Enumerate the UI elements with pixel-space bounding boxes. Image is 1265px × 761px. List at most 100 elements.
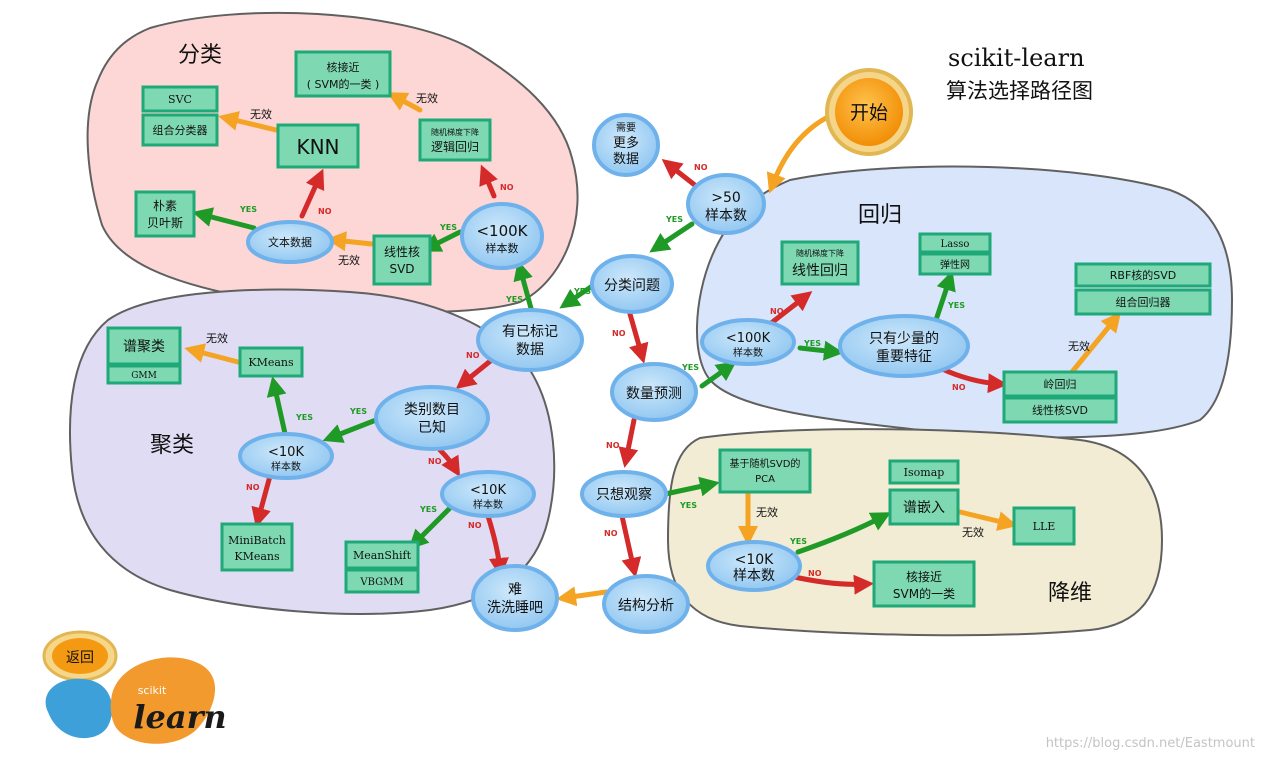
decision-text: 已知 [418,419,446,436]
label-no: NO [500,183,514,192]
estimator-rbf-svr[interactable]: RBF核的SVD [1074,262,1212,288]
estimator-sgd-reg[interactable]: 随机梯度下降线性回归 [780,240,860,286]
svg-text:难洗洗睡吧: 难洗洗睡吧 [487,582,543,616]
decision-predict-quantity[interactable]: 数量预测 [610,362,698,422]
edge-ridge-to-ensemble [1069,311,1122,375]
edge-looking-to-structure [619,513,642,578]
back-button[interactable]: 返回 [42,630,118,682]
decision-text: <100K [726,331,771,346]
estimator-label: 核接近 [906,569,942,584]
decision-text: 样本数 [486,241,519,255]
region-title-dim-reduction: 降维 [1048,581,1092,606]
decision-structure[interactable]: 结构分析 [602,574,690,634]
estimator-label: 随机梯度下降 [796,248,844,258]
estimator-linear-svr[interactable]: 线性核SVD [1002,396,1118,424]
decision-text: 分类问题 [604,278,660,294]
estimator-svc[interactable]: SVC [141,85,219,113]
decision-predict-category[interactable]: 分类问题 [590,254,674,314]
estimator-label: 弹性网 [940,258,970,271]
label-yes: YES [573,287,591,296]
estimator-lle[interactable]: LLE [1012,506,1076,546]
label-no: NO [604,529,618,538]
logo-blue-shape [45,678,113,739]
edge-clu-10k-to-minibatch [251,473,273,528]
estimator-label: KMeans [234,550,280,563]
label-fail: 无效 [756,505,778,519]
estimator-naive-bayes[interactable]: 朴素贝叶斯 [134,190,196,238]
estimator-kmeans[interactable]: KMeans [238,346,304,378]
logo-learn: learn [133,698,226,736]
label-yes: YES [947,301,965,310]
estimator-ridge[interactable]: 岭回归 [1002,370,1118,398]
estimator-sgd-cls[interactable]: 随机梯度下降逻辑回归 [418,118,492,162]
estimator-spectral-embedding[interactable]: 谱嵌入 [888,488,960,526]
decision-labeled-data[interactable]: 有已标记数据 [476,308,584,372]
label-no: NO [612,329,626,338]
estimator-spectral-clustering[interactable]: 谱聚类 [106,326,182,366]
label-fail: 无效 [416,91,438,105]
estimator-label: 朴素 [153,198,177,213]
decision-text: 数据 [516,342,544,358]
logo-scikit: scikit [138,684,167,697]
label-yes: YES [679,501,697,510]
decision-more-data[interactable]: 需要更多数据 [592,113,660,177]
decision-tough-luck[interactable]: 难洗洗睡吧 [471,564,559,632]
estimator-lasso[interactable]: Lasso [918,232,992,254]
edge-categories-to-clu-10k [322,417,379,443]
scikit-learn-logo: scikit learn [45,657,227,744]
edge-text-to-knn [299,168,325,219]
edge-few-to-lasso [933,270,956,323]
decision-text: 类别数目 [404,402,460,418]
decision-text: 只有少量的 [869,331,939,347]
estimator-kernel-approx-cls[interactable]: 核接近( SVM的一类 ) [294,50,392,98]
estimator-ensemble-cls[interactable]: 组合分类器 [141,113,219,147]
decision-just-looking[interactable]: 只想观察 [580,470,668,518]
decision-text: <10K [268,445,304,460]
svg-text:朴素贝叶斯: 朴素贝叶斯 [147,198,183,230]
start-node[interactable]: 开始 [825,68,913,156]
decision-text: 重要特征 [876,349,932,365]
label-yes: YES [803,339,821,348]
label-yes: YES [681,363,699,372]
decision-text-data[interactable]: 文本数据 [246,220,334,264]
decision-text: 样本数 [271,460,301,473]
estimator-gmm[interactable]: GMM [106,364,182,385]
edge-category-to-quantity [627,311,649,364]
svg-text:核接近( SVM的一类 ): 核接近( SVM的一类 ) [307,60,380,91]
label-fail: 无效 [250,107,272,121]
edge-dim-10k-to-kernel-approx [787,573,874,595]
estimator-elastic-net[interactable]: 弹性网 [918,252,992,276]
decision-text: <10K [470,483,506,498]
estimator-label: KMeans [248,356,294,369]
label-yes: YES [505,295,523,304]
estimator-boxes: SVC 组合分类器 KNN 核接近( SVM的一类 ) 随机梯度下降逻辑回归 朴… [106,50,1212,608]
estimator-meanshift[interactable]: MeanShift [344,540,420,570]
decision-text: 文本数据 [268,235,312,249]
decision-text: 数量预测 [626,386,682,402]
decision-num-categories[interactable]: 类别数目已知 [374,385,490,451]
decision-few-features[interactable]: 只有少量的重要特征 [838,314,970,378]
estimator-isomap[interactable]: Isomap [888,459,960,485]
label-no: NO [246,483,260,492]
estimator-knn[interactable]: KNN [276,123,360,169]
edge-linear-svc-to-text [326,231,375,252]
svg-text:随机梯度下降逻辑回归: 随机梯度下降逻辑回归 [431,127,479,154]
edge-text-to-naive-bayes [192,207,257,231]
label-yes: YES [665,215,683,224]
estimator-ensemble-reg[interactable]: 组合回归器 [1074,288,1212,316]
estimator-vbgmm[interactable]: VBGMM [344,568,420,594]
